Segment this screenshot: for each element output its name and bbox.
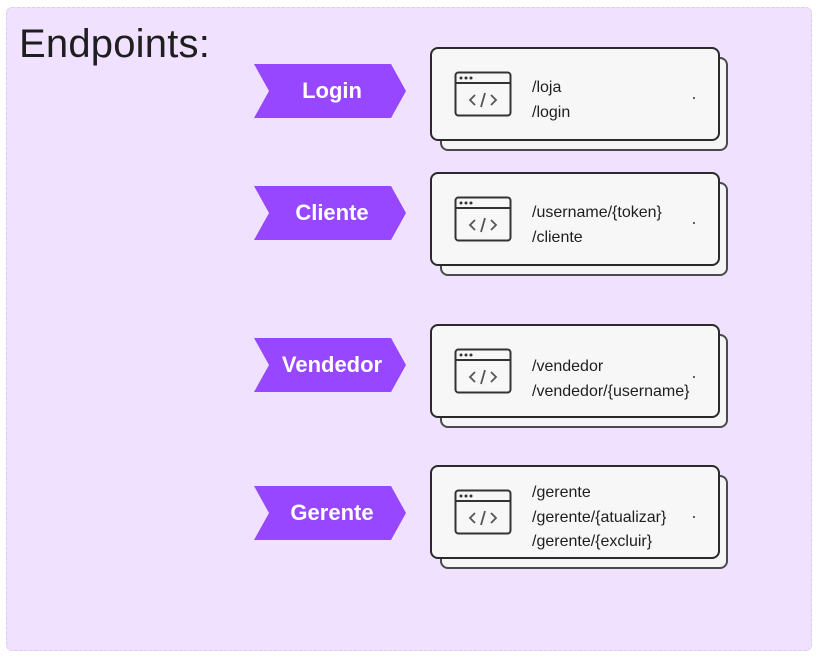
- endpoint-path: /loja: [532, 79, 562, 96]
- endpoint-paths: /vendedor /vendedor/{username}: [532, 355, 689, 404]
- dot-marker: [693, 516, 695, 518]
- endpoint-path: /vendedor: [532, 358, 604, 375]
- tag-vendedor: Vendedor: [254, 338, 406, 392]
- code-window-icon: [454, 71, 512, 117]
- tag-cliente: Cliente: [254, 186, 406, 240]
- endpoint-path: /gerente: [532, 484, 591, 501]
- endpoint-card-gerente: /gerente /gerente/{atualizar} /gerente/{…: [430, 465, 720, 559]
- endpoint-path: /cliente: [532, 228, 583, 246]
- endpoint-card-login: /loja /login: [430, 47, 720, 141]
- endpoint-path: /gerente/{atualizar}: [532, 508, 667, 526]
- endpoint-paths: /gerente /gerente/{atualizar} /gerente/{…: [532, 481, 666, 555]
- endpoint-card-vendedor: /vendedor /vendedor/{username}: [430, 324, 720, 418]
- dot-marker: [693, 376, 695, 378]
- endpoint-path: /gerente/{excluir}: [532, 533, 653, 550]
- endpoint-paths: /username/{token} /cliente: [532, 201, 662, 250]
- dot-marker: [693, 97, 695, 99]
- endpoint-paths: /loja /login: [532, 76, 570, 125]
- tag-login: Login: [254, 64, 406, 118]
- tag-gerente: Gerente: [254, 486, 406, 540]
- page-title: Endpoints:: [19, 22, 211, 66]
- endpoint-path: /vendedor/{username}: [532, 382, 690, 400]
- code-window-icon: [454, 196, 512, 242]
- endpoint-card-cliente: /username/{token} /cliente: [430, 172, 720, 266]
- endpoint-path: /username/{token}: [532, 204, 662, 221]
- code-window-icon: [454, 489, 512, 535]
- dot-marker: [693, 222, 695, 224]
- endpoint-path: /login: [532, 103, 571, 121]
- code-window-icon: [454, 348, 512, 394]
